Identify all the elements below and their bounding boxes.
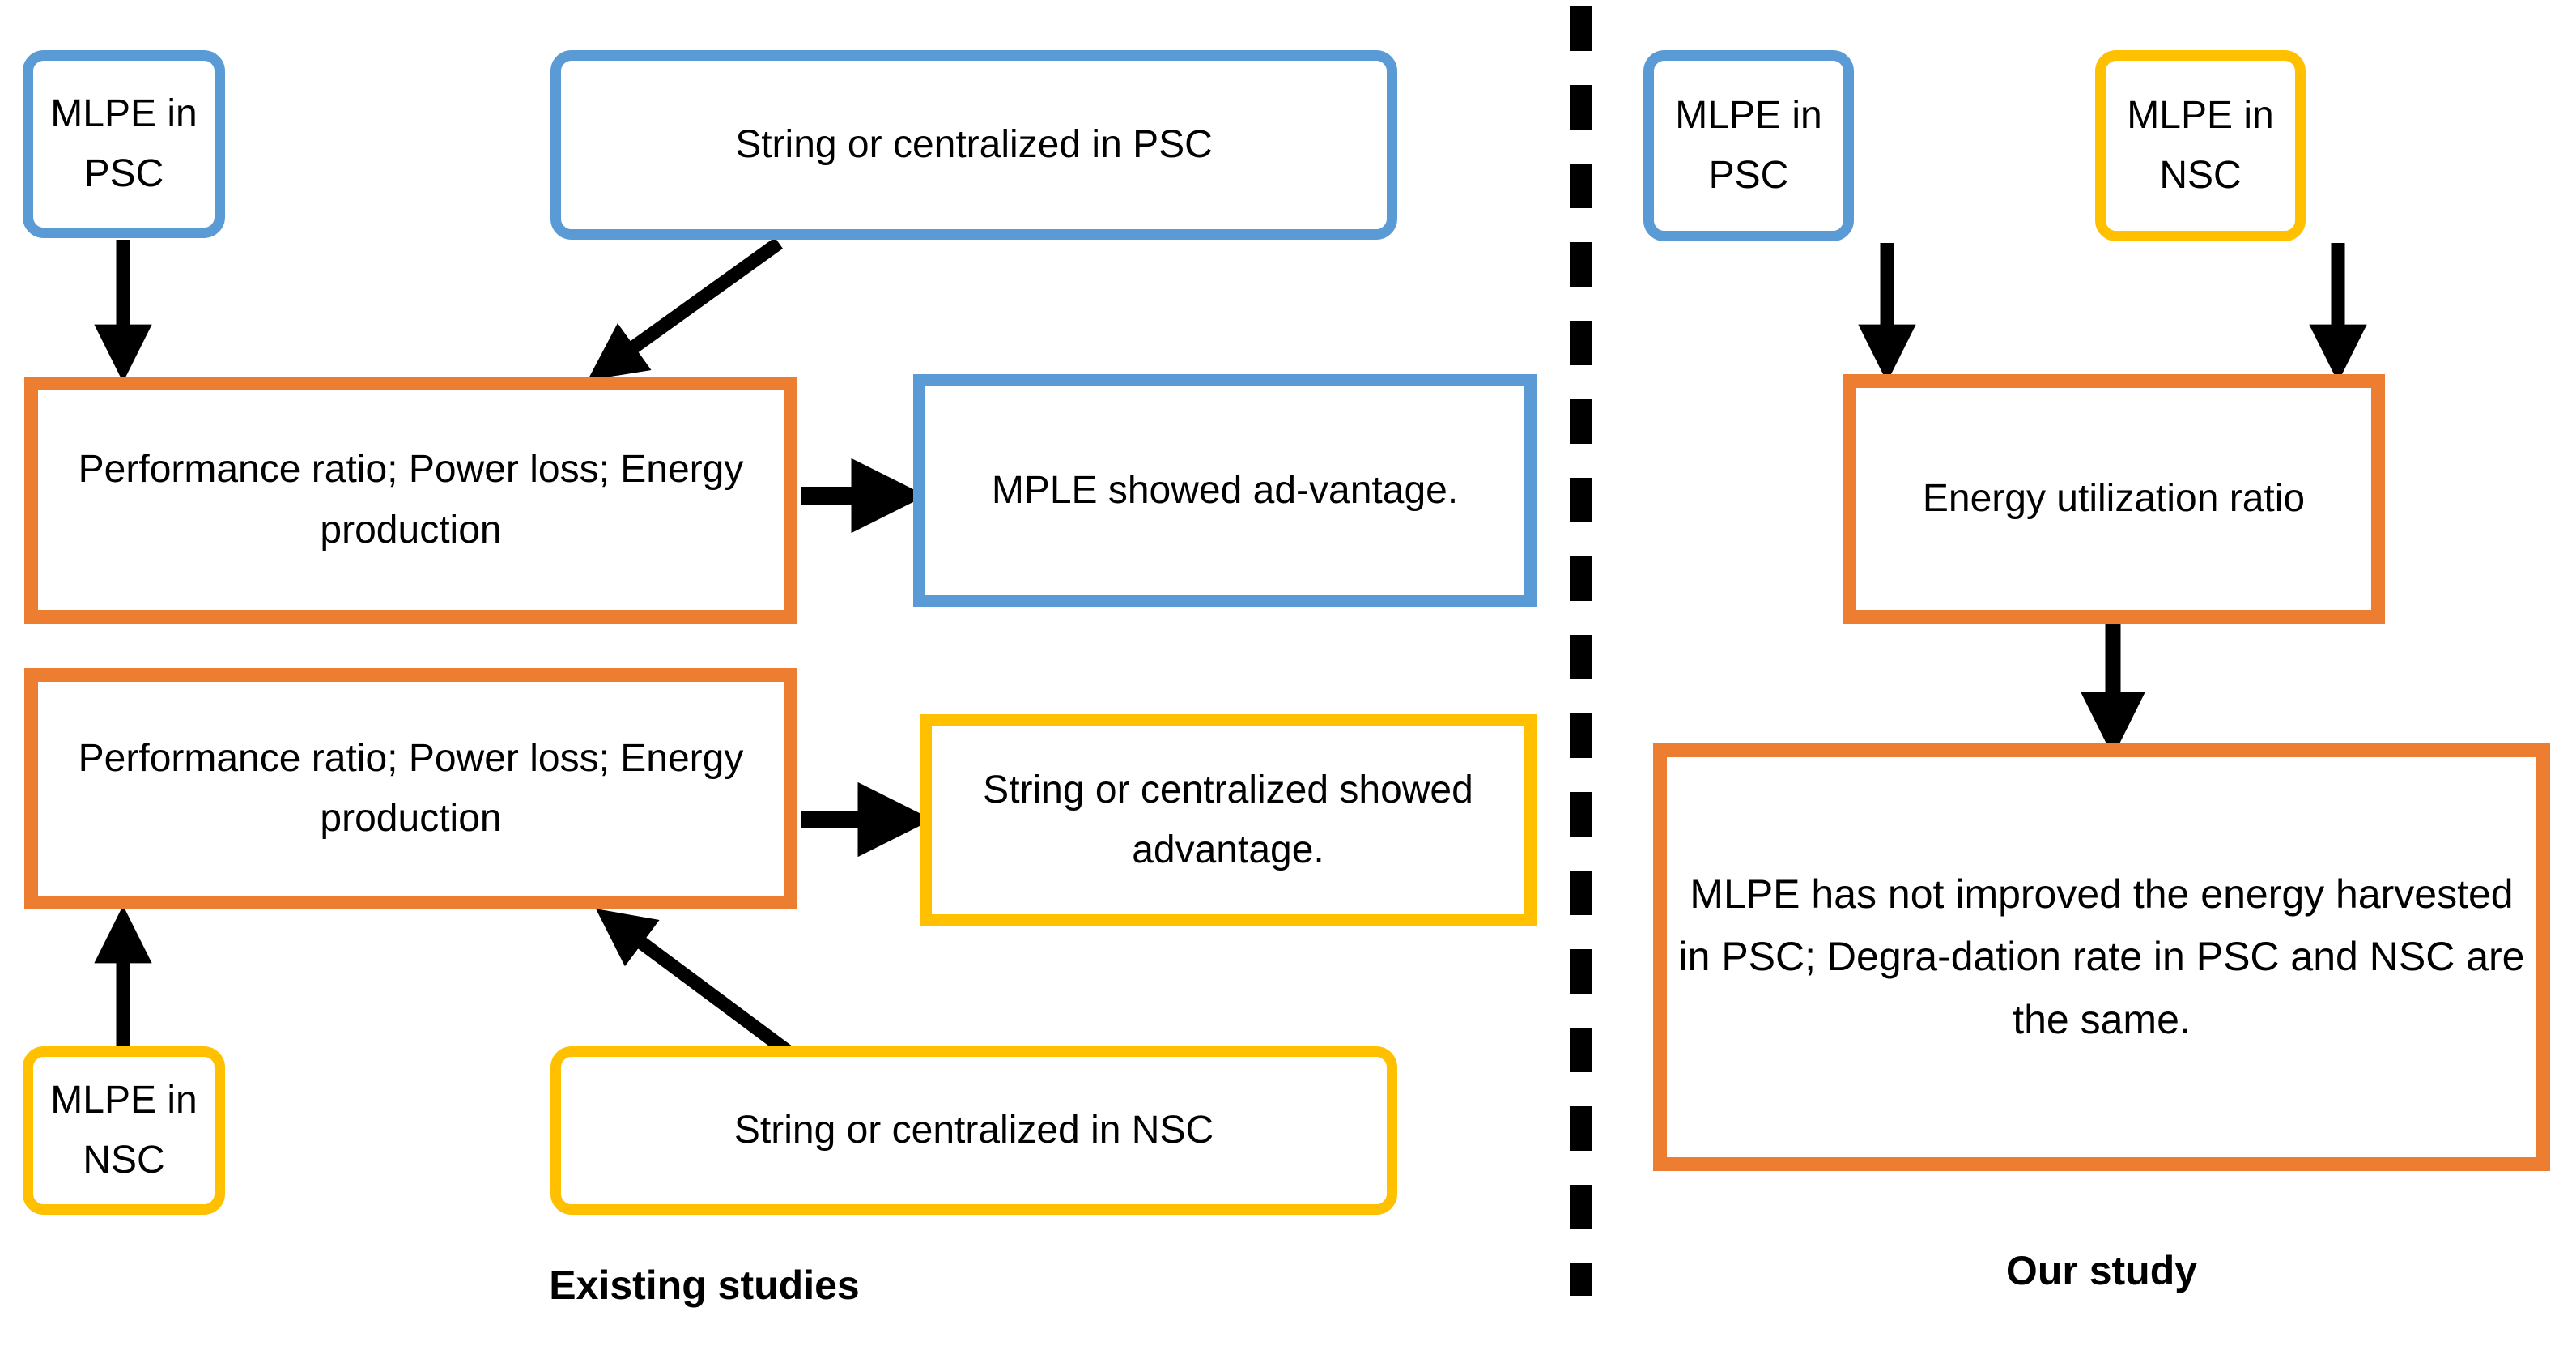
node-right-conclusion-label: MLPE has not improved the energy harvest… — [1678, 871, 2525, 1042]
node-left-result-blue[interactable]: MPLE showed ad-vantage. — [913, 374, 1537, 607]
node-left-result-yellow-label: String or centralized showed advantage. — [983, 768, 1473, 871]
node-right-mlpe-nsc-label: MLPE in NSC — [2127, 93, 2274, 197]
node-left-metrics-top-label: Performance ratio; Power loss; Energy pr… — [78, 448, 744, 551]
node-left-result-blue-label: MPLE showed ad-vantage. — [991, 468, 1459, 512]
node-left-metrics-top[interactable]: Performance ratio; Power loss; Energy pr… — [24, 377, 797, 624]
node-left-mlpe-nsc[interactable]: MLPE in NSC — [23, 1046, 225, 1215]
node-left-mlpe-psc[interactable]: MLPE in PSC — [23, 50, 225, 238]
arrow-string-psc-to-metrics-top — [587, 237, 783, 381]
node-right-metric-label: Energy utilization ratio — [1922, 476, 2306, 520]
node-left-result-yellow[interactable]: String or centralized showed advantage. — [920, 714, 1537, 926]
node-right-mlpe-nsc[interactable]: MLPE in NSC — [2095, 50, 2306, 241]
node-left-string-nsc-label: String or centralized in NSC — [733, 1108, 1214, 1152]
node-left-string-nsc[interactable]: String or centralized in NSC — [550, 1046, 1397, 1215]
panel-label-existing-studies: Existing studies — [549, 1263, 860, 1308]
node-right-mlpe-psc[interactable]: MLPE in PSC — [1643, 50, 1854, 241]
node-left-mlpe-nsc-label: MLPE in NSC — [50, 1078, 198, 1182]
node-right-mlpe-psc-label: MLPE in PSC — [1675, 93, 1822, 197]
arrow-string-nsc-to-metrics-bottom — [595, 909, 797, 1060]
panel-label-our-study: Our study — [2005, 1248, 2198, 1293]
node-left-mlpe-psc-label: MLPE in PSC — [50, 92, 198, 195]
node-right-conclusion[interactable]: MLPE has not improved the energy harvest… — [1653, 743, 2550, 1171]
node-left-string-psc-label: String or centralized in PSC — [735, 122, 1213, 166]
node-right-metric[interactable]: Energy utilization ratio — [1843, 374, 2385, 624]
node-left-metrics-bottom[interactable]: Performance ratio; Power loss; Energy pr… — [24, 668, 797, 909]
node-left-metrics-bottom-label: Performance ratio; Power loss; Energy pr… — [78, 736, 744, 840]
node-left-string-psc[interactable]: String or centralized in PSC — [550, 50, 1397, 240]
